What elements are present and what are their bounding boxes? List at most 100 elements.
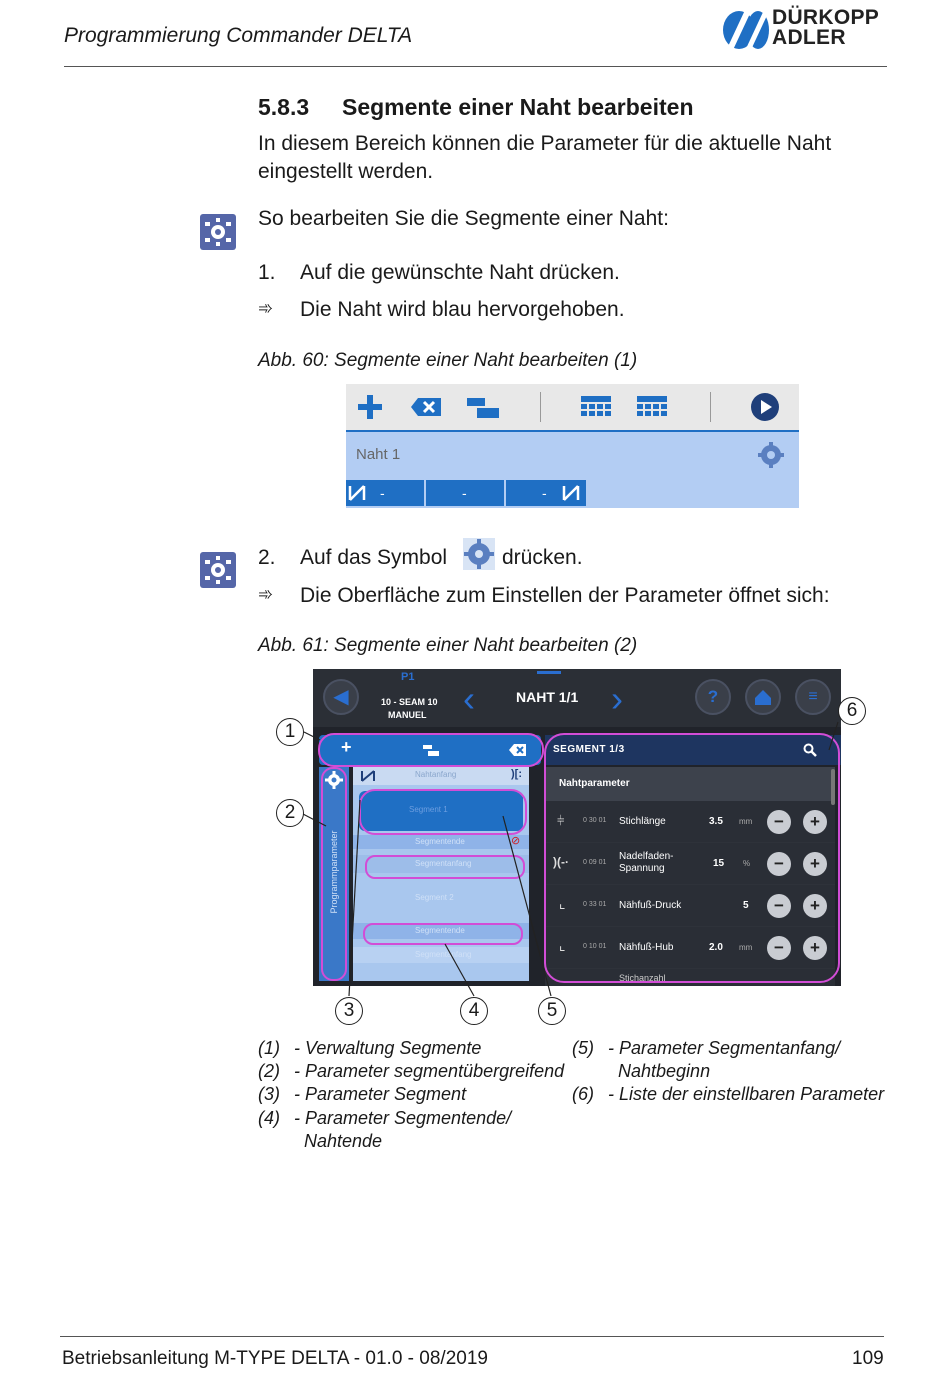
- list-item[interactable]: Nahtanfang )[:: [353, 767, 529, 785]
- toolbar-separator: [540, 392, 541, 422]
- legend-text-4-cont: Nahtende: [304, 1131, 383, 1151]
- legend-text-6: - Liste der einstellbaren Parameter: [608, 1084, 885, 1104]
- highlight-segment: [359, 789, 527, 835]
- list-item-label: Segmentanfang: [415, 950, 472, 959]
- fig60-caption: Abb. 60: Segmente einer Naht bearbeiten …: [258, 350, 638, 371]
- section-number: 5.8.3: [258, 94, 310, 120]
- step-2-text-before: Auf das Symbol: [300, 546, 448, 569]
- fig61-caption: Abb. 61: Segmente einer Naht bearbeiten …: [258, 635, 638, 656]
- parameter-code: 0 30 01: [583, 817, 607, 824]
- list-item[interactable]: Segmentanfang: [353, 947, 529, 963]
- list-item[interactable]: Segment 2: [353, 879, 529, 915]
- callout-marker-6: 6: [838, 697, 866, 725]
- callout-marker-2: 2: [276, 799, 304, 827]
- increase-button[interactable]: +: [803, 936, 827, 960]
- back-button[interactable]: ◀: [323, 679, 359, 715]
- screen-topbar: ◀ P1 10 - SEAM 10 MANUEL ‹ NAHT 1/1 › ? …: [313, 669, 841, 727]
- list-item[interactable]: Segmentende: [353, 923, 529, 939]
- parameter-row[interactable]: )(-· 0 09 01 Nadelfaden- Spannung 15 % −…: [545, 843, 835, 885]
- increase-button[interactable]: +: [803, 810, 827, 834]
- parameter-name: Nadelfaden- Spannung: [619, 851, 674, 874]
- parameter-code: 0 10 01: [583, 943, 607, 950]
- figure-60-seam-editor: Naht 1 - - -: [346, 384, 799, 508]
- segment-management-bar: +: [319, 735, 541, 765]
- parameter-unit: mm: [739, 943, 753, 952]
- split-segment-icon[interactable]: [466, 392, 500, 422]
- segment-block[interactable]: -: [346, 480, 424, 506]
- next-seam-chevron-icon[interactable]: ›: [611, 678, 623, 719]
- highlight-parameter-list: [544, 733, 840, 983]
- seam-start-icon: [361, 770, 375, 782]
- legend-text-4: - Parameter Segmentende/: [294, 1108, 512, 1128]
- home-icon: [755, 690, 771, 705]
- menu-button[interactable]: ≡: [795, 679, 831, 715]
- segment-header: SEGMENT 1/3: [553, 744, 625, 755]
- parameter-name: Stichlänge: [619, 816, 666, 827]
- add-segment-icon[interactable]: +: [341, 737, 352, 757]
- segment-block[interactable]: -: [426, 480, 504, 506]
- play-icon[interactable]: [750, 392, 780, 422]
- settings-gear-icon[interactable]: [758, 442, 784, 468]
- split-segment-icon[interactable]: [423, 743, 439, 757]
- scrollbar-thumb[interactable]: [831, 769, 835, 805]
- parameter-name: Nähfuß-Druck: [619, 900, 682, 911]
- header-divider: [64, 66, 887, 67]
- instruction-gear-icon: [200, 214, 236, 250]
- legend-text-3: - Parameter Segment: [294, 1084, 467, 1104]
- delete-segment-icon[interactable]: [509, 743, 527, 757]
- figure-61-parameter-screen: ◀ P1 10 - SEAM 10 MANUEL ‹ NAHT 1/1 › ? …: [313, 669, 841, 986]
- legend-num-1: (1): [258, 1038, 280, 1058]
- step-1-text: Auf die gewünschte Naht drücken.: [300, 261, 620, 284]
- decrease-button[interactable]: −: [767, 894, 791, 918]
- delete-icon[interactable]: [410, 392, 444, 422]
- legend-num-5: (5): [572, 1038, 594, 1058]
- grid-view-alt-icon[interactable]: [636, 392, 668, 422]
- prev-seam-chevron-icon[interactable]: ‹: [463, 678, 475, 719]
- segment-value: -: [380, 485, 385, 501]
- seam-row-selected[interactable]: Naht 1: [346, 432, 799, 480]
- increase-button[interactable]: +: [803, 852, 827, 876]
- parameter-code: 0 33 01: [583, 901, 607, 908]
- parameter-value: 3.5: [709, 816, 723, 827]
- list-item[interactable]: Segmentanfang: [353, 855, 529, 873]
- segment-list: Nahtanfang )[: Segment 1 Segmentende ⊘ S…: [353, 767, 529, 981]
- section-title: Segmente einer Naht bearbeiten: [342, 94, 694, 120]
- decrease-button[interactable]: −: [767, 852, 791, 876]
- document-header-title: Programmierung Commander DELTA: [64, 24, 413, 47]
- mode-label: MANUEL: [388, 710, 427, 720]
- parameter-row[interactable]: ⌞ 0 33 01 Nähfuß-Druck 5 − +: [545, 885, 835, 927]
- toolbar-underline: [346, 430, 799, 432]
- list-item-label: Segmentende: [415, 926, 465, 935]
- howto-text: So bearbeiten Sie die Segmente einer Nah…: [258, 207, 669, 230]
- callout-marker-5: 5: [538, 997, 566, 1025]
- decrease-button[interactable]: −: [767, 936, 791, 960]
- segment-row: - - -: [346, 480, 799, 508]
- grid-view-icon[interactable]: [580, 392, 612, 422]
- segment-value: -: [462, 485, 467, 501]
- list-item[interactable]: Segmentende ⊘: [353, 835, 529, 849]
- program-parameters-sidebar[interactable]: Programmparameter: [319, 767, 349, 981]
- legend-text-1: - Verwaltung Segmente: [294, 1038, 482, 1058]
- brand-logo-mark-icon: [723, 10, 769, 50]
- page-indicator: [537, 671, 561, 674]
- seam-start-icon: [348, 485, 366, 501]
- parameter-row[interactable]: ⌞ 0 10 01 Nähfuß-Hub 2.0 mm − +: [545, 927, 835, 969]
- search-icon[interactable]: [803, 743, 817, 757]
- brand-line1: DÜRKOPP: [772, 6, 880, 29]
- parameter-row[interactable]: ⫩ 0 30 01 Stichlänge 3.5 mm − +: [545, 801, 835, 843]
- list-item-selected[interactable]: Segment 1: [359, 791, 523, 831]
- legend-text-5-cont: Nahtbeginn: [618, 1061, 711, 1081]
- segment-block[interactable]: -: [506, 480, 586, 506]
- list-item-label: Nahtanfang: [415, 770, 457, 779]
- decrease-button[interactable]: −: [767, 810, 791, 834]
- home-button[interactable]: [745, 679, 781, 715]
- list-item-label: Segmentende: [415, 837, 465, 846]
- increase-button[interactable]: +: [803, 894, 827, 918]
- section-intro: In diesem Bereich können die Parameter f…: [258, 132, 832, 183]
- footer-divider: [60, 1336, 884, 1337]
- add-icon[interactable]: [356, 392, 384, 422]
- seam-toolbar: [346, 384, 799, 430]
- help-button[interactable]: ?: [695, 679, 731, 715]
- legend-num-6: (6): [572, 1084, 594, 1104]
